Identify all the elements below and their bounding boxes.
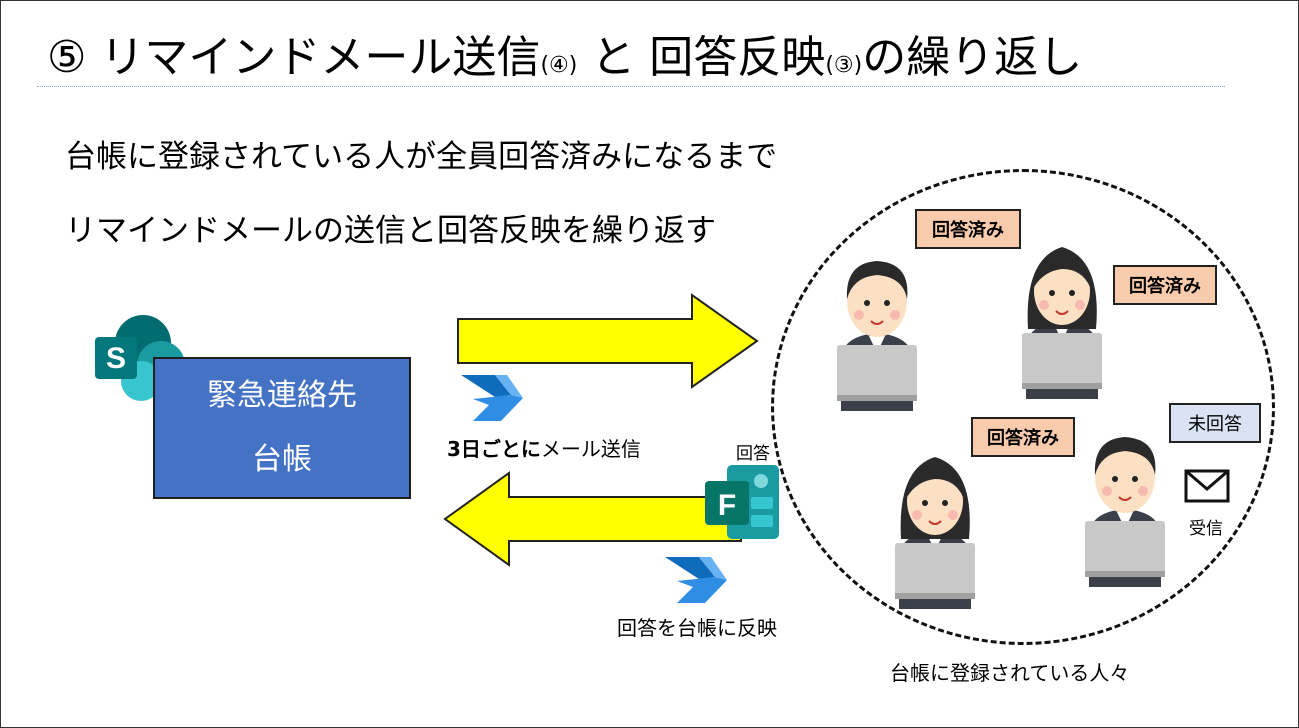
power-automate-send-icon xyxy=(461,375,523,421)
send-arrow xyxy=(457,293,759,389)
body-line-2: リマインドメールの送信と回答反映を繰り返す xyxy=(65,213,716,249)
person-man-2 xyxy=(1085,437,1165,587)
forms-label: 回答 xyxy=(736,444,770,464)
send-caption-interval: 3日ごとに xyxy=(447,437,541,461)
title-main: ⑤ リマインドメール送信 xyxy=(47,32,541,83)
send-caption-action: メール送信 xyxy=(540,437,641,461)
reflect-arrow xyxy=(443,471,742,567)
title-ref-reflect: (③) xyxy=(825,53,863,78)
status-tag-unanswered: 未回答 xyxy=(1169,403,1261,443)
microsoft-forms-icon: F xyxy=(705,465,779,539)
person-woman-1 xyxy=(1022,247,1102,399)
title-ref-send: (④) xyxy=(540,53,578,78)
status-tag-answered-3: 回答済み xyxy=(971,417,1075,457)
status-tag-answered-1: 回答済み xyxy=(915,209,1021,249)
envelope-icon xyxy=(1184,469,1230,503)
reflect-caption: 回答を台帳に反映 xyxy=(617,616,777,640)
registered-people-group xyxy=(771,169,1275,645)
title-connector: と 回答反映 xyxy=(577,32,826,83)
received-label: 受信 xyxy=(1189,519,1223,539)
registered-people-caption: 台帳に登録されている人々 xyxy=(890,661,1130,685)
slide-title: ⑤ リマインドメール送信(④) と 回答反映(③)の繰り返し xyxy=(47,21,1082,85)
ledger-title-line1: 緊急連絡先 xyxy=(207,378,357,413)
emergency-contact-ledger: 緊急連絡先 台帳 xyxy=(153,357,411,499)
svg-text:F: F xyxy=(718,489,736,522)
send-caption: 3日ごとにメール送信 xyxy=(447,433,641,462)
body-line-1: 台帳に登録されている人が全員回答済みになるまで xyxy=(65,139,778,175)
ledger-title-line2: 台帳 xyxy=(252,442,312,477)
power-automate-reflect-icon xyxy=(665,557,727,603)
status-tag-answered-2: 回答済み xyxy=(1113,265,1217,305)
title-suffix: の繰り返し xyxy=(862,32,1083,83)
svg-text:S: S xyxy=(106,342,126,375)
person-woman-2 xyxy=(895,457,975,609)
title-divider xyxy=(37,86,1225,87)
person-man-1 xyxy=(837,261,917,411)
